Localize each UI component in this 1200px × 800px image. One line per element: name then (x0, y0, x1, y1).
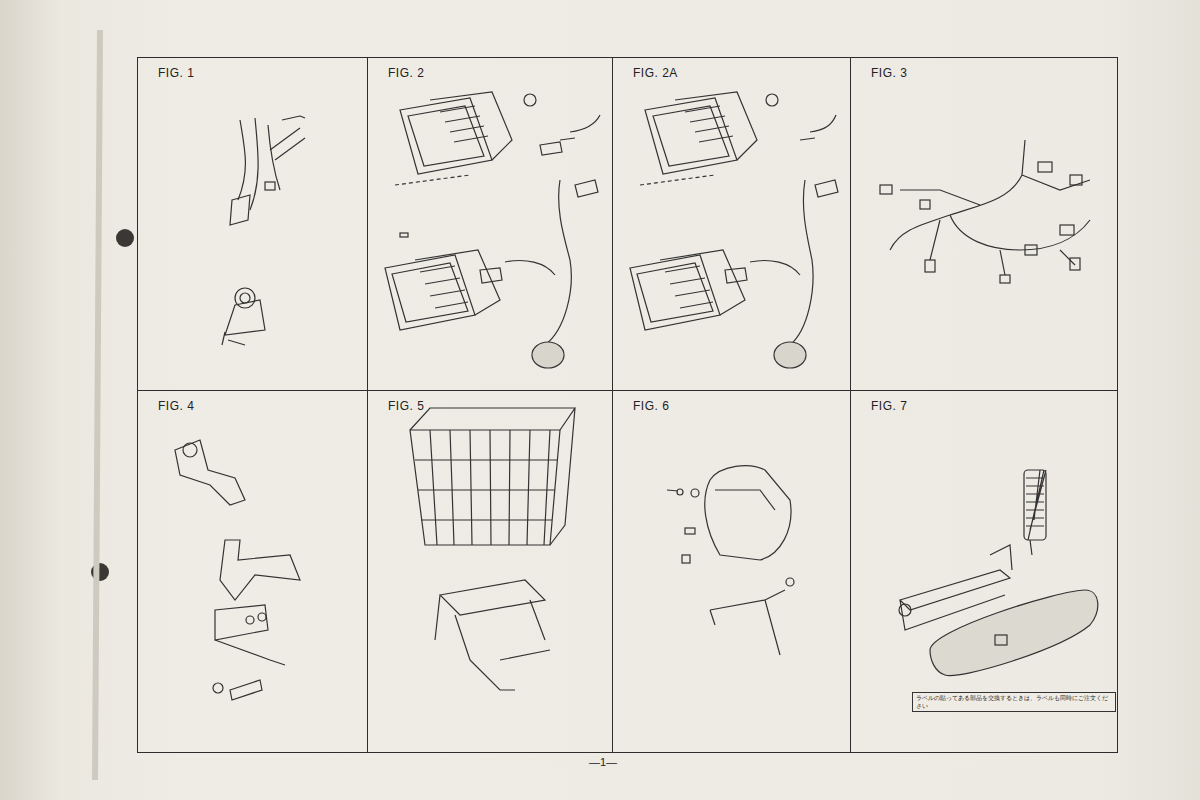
figure-panel: FIG. 2 (367, 57, 613, 391)
figure-title: FIG. 4 (158, 399, 194, 413)
page-number: —1— (586, 756, 620, 768)
figure-title: FIG. 3 (871, 66, 907, 80)
figure-title: FIG. 2A (633, 66, 678, 80)
figure-panel: FIG. 3 (850, 57, 1118, 391)
figure-title: FIG. 7 (871, 399, 907, 413)
figure-title: FIG. 2 (388, 66, 424, 80)
figure-title: FIG. 5 (388, 399, 424, 413)
figure-panel: FIG. 4 (137, 390, 368, 753)
figure-title: FIG. 1 (158, 66, 194, 80)
figure-title: FIG. 6 (633, 399, 669, 413)
figure-panel: FIG. 6 (612, 390, 851, 753)
note-text: ラベルの貼ってある部品を交換するときは、ラベルも同時にご注文ください (912, 692, 1116, 712)
figure-panel: FIG. 1 (137, 57, 368, 391)
figure-panel: FIG. 5 (367, 390, 613, 753)
figure-panel: FIG. 2A (612, 57, 851, 391)
